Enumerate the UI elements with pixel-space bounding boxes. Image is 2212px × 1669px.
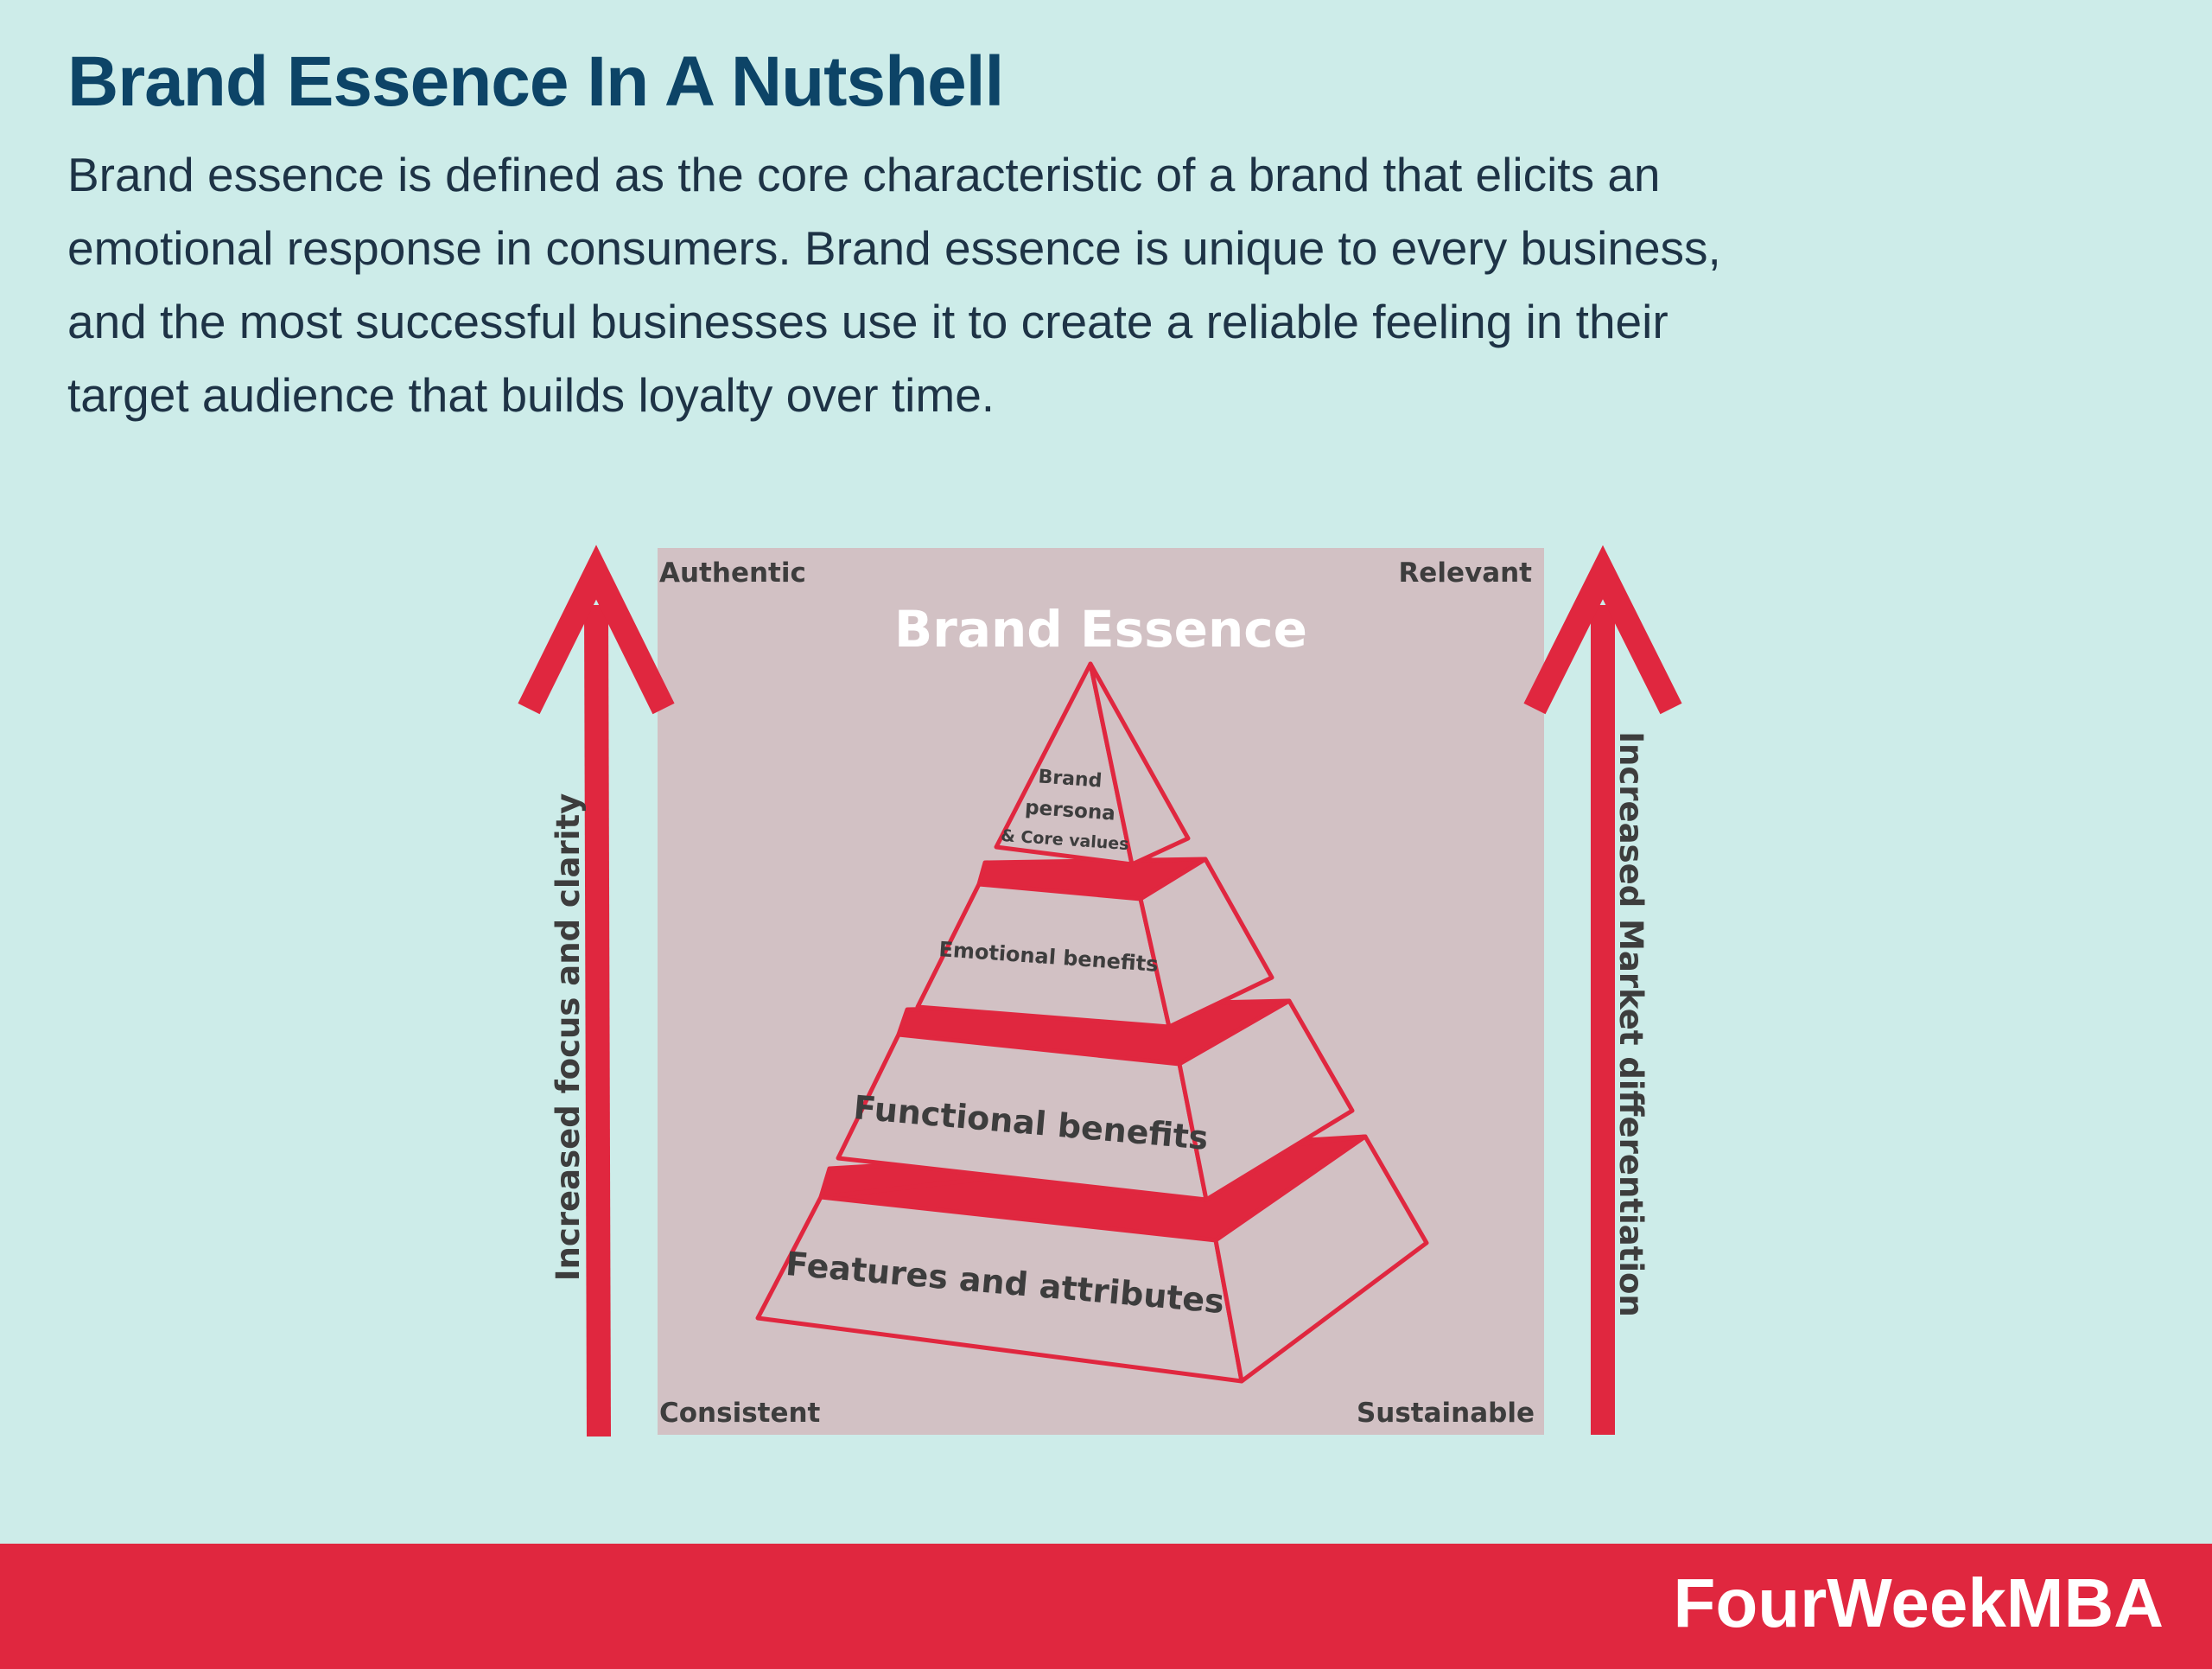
page-title: Brand Essence In A Nutshell: [67, 42, 1004, 121]
diagram-title: Brand Essence: [894, 600, 1307, 659]
tier2-side-face: [1138, 857, 1274, 1029]
apex-side-face: [1088, 661, 1191, 867]
footer-bar: FourWeekMBA: [0, 1544, 2212, 1669]
tier4-side-face: [1213, 1134, 1429, 1384]
brand-logo: FourWeekMBA: [1673, 1564, 2164, 1641]
corner-label-consistent: Consistent: [659, 1398, 821, 1429]
pyramid: [755, 661, 1429, 1384]
right-arrow-label: Increased Market differentiation: [1612, 731, 1649, 1317]
corner-label-sustainable: Sustainable: [1357, 1398, 1535, 1429]
corner-label-authentic: Authentic: [659, 557, 806, 589]
left-arrow-icon: [518, 545, 675, 1437]
apex-label-line1: Brand: [1038, 766, 1103, 792]
tier3-side-face: [1177, 998, 1355, 1202]
left-arrow-label: Increased focus and clarity: [550, 793, 587, 1282]
page-description: Brand essence is defined as the core cha…: [67, 148, 1721, 422]
corner-label-relevant: Relevant: [1398, 557, 1532, 589]
brand-essence-diagram: Increased focus and clarity Increased Ma…: [518, 545, 1682, 1437]
right-arrow-icon: [1523, 545, 1682, 1435]
